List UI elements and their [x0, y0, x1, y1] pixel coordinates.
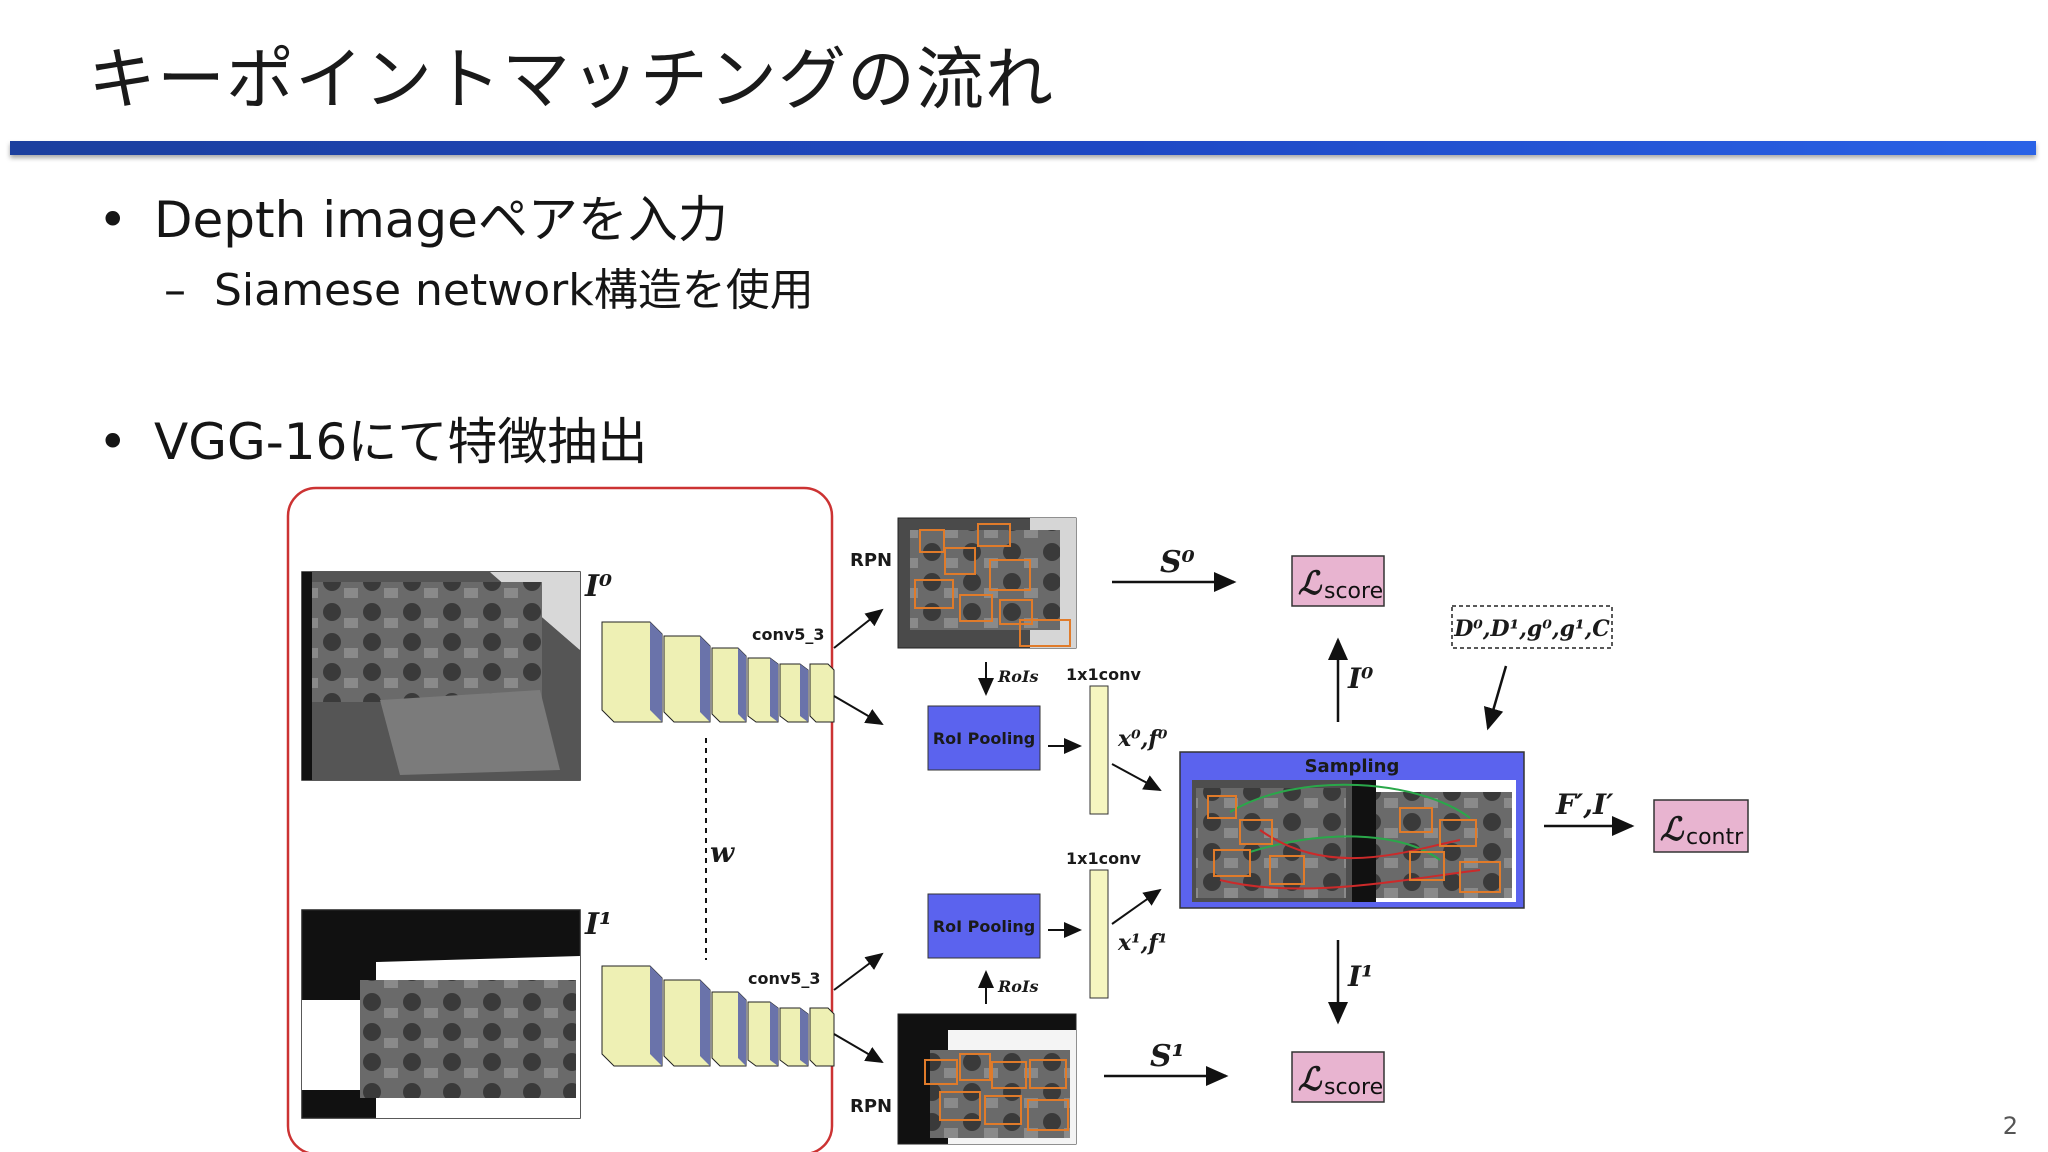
bullet-text: Depth imageペアを入力 [154, 191, 728, 249]
arrow-conv-roi-bottom [833, 952, 884, 991]
input-label-top: I⁰ [584, 569, 612, 604]
rpn-image-bottom [897, 1013, 1077, 1145]
subbullet-text: Siamese network構造を使用 [214, 265, 814, 316]
conv-label-bottom: conv5_3 [748, 969, 821, 988]
bullet-mark: • [98, 413, 128, 471]
sampling-block [1179, 751, 1525, 909]
page-number: 2 [2002, 1112, 2018, 1140]
arrow-gt-sampling [1483, 665, 1508, 731]
slide-title: キーポイントマッチングの流れ [88, 41, 1055, 120]
depth-image-top [301, 571, 581, 781]
score-label-bottom: S¹ [1150, 1039, 1185, 1074]
roi-pooling-label-top: RoI Pooling [933, 729, 1035, 748]
conv-label-top: conv5_3 [752, 625, 825, 644]
loss-score-bottom-symbol: ℒ [1298, 1060, 1323, 1098]
title-underline [10, 141, 2036, 155]
loss-contr-symbol: ℒ [1660, 810, 1685, 848]
rpn-image-top [897, 517, 1077, 649]
feature-label-bottom: x¹,f¹ [1117, 930, 1168, 956]
lprime-label-top: I⁰ [1347, 662, 1373, 695]
loss-contr [1653, 799, 1749, 853]
shared-weight-label: w [710, 836, 735, 869]
rpn-label-bottom: RPN [850, 1096, 892, 1117]
arrow-conv-roi-top [833, 695, 884, 726]
arrow-conv-rpn-bottom [833, 1033, 884, 1064]
bullet-text: VGG-16にて特徴抽出 [154, 413, 648, 471]
loss-score-bottom [1291, 1051, 1385, 1103]
arrow-conv-rpn-top [833, 608, 884, 649]
roi-pooling-label-bottom: RoI Pooling [933, 917, 1035, 936]
arrow-feature-sampling-top [1111, 763, 1162, 791]
lprime-label-bottom: I¹ [1347, 960, 1373, 993]
score-label-top: S⁰ [1160, 545, 1195, 580]
conv1x1-label-top: 1x1conv [1066, 665, 1141, 684]
roi-pooling-top [927, 705, 1041, 771]
rois-label-top: RoIs [997, 667, 1038, 686]
bullet-mark: • [98, 191, 128, 249]
loss-contr-sub: contr [1686, 825, 1744, 850]
loss-score-top-sub: score [1324, 579, 1383, 604]
rpn-label-top: RPN [850, 550, 892, 571]
conv1x1-bar-top [1089, 685, 1109, 815]
subbullet-mark: – [164, 265, 186, 316]
loss-score-top [1291, 555, 1385, 607]
arrow-feature-sampling-bottom [1111, 888, 1162, 925]
fprime-label: F′,I′ [1555, 788, 1614, 821]
siamese-region [286, 486, 834, 1152]
depth-image-bottom [301, 909, 581, 1119]
conv1x1-label-bottom: 1x1conv [1066, 849, 1141, 868]
loss-score-bottom-sub: score [1324, 1075, 1383, 1100]
sampling-label: Sampling [1305, 756, 1400, 777]
input-label-bottom: I¹ [584, 907, 612, 942]
rois-label-bottom: RoIs [997, 977, 1038, 996]
conv1x1-bar-bottom [1089, 869, 1109, 999]
gt-inputs-box [1451, 605, 1613, 649]
feature-label-top: x⁰,f⁰ [1117, 726, 1168, 752]
vgg-blocks-bottom [601, 965, 835, 1067]
roi-pooling-bottom [927, 893, 1041, 959]
loss-score-top-symbol: ℒ [1298, 564, 1323, 602]
gt-inputs-label: D⁰,D¹,g⁰,g¹,C [1453, 616, 1610, 642]
vgg-blocks-top [601, 621, 835, 723]
